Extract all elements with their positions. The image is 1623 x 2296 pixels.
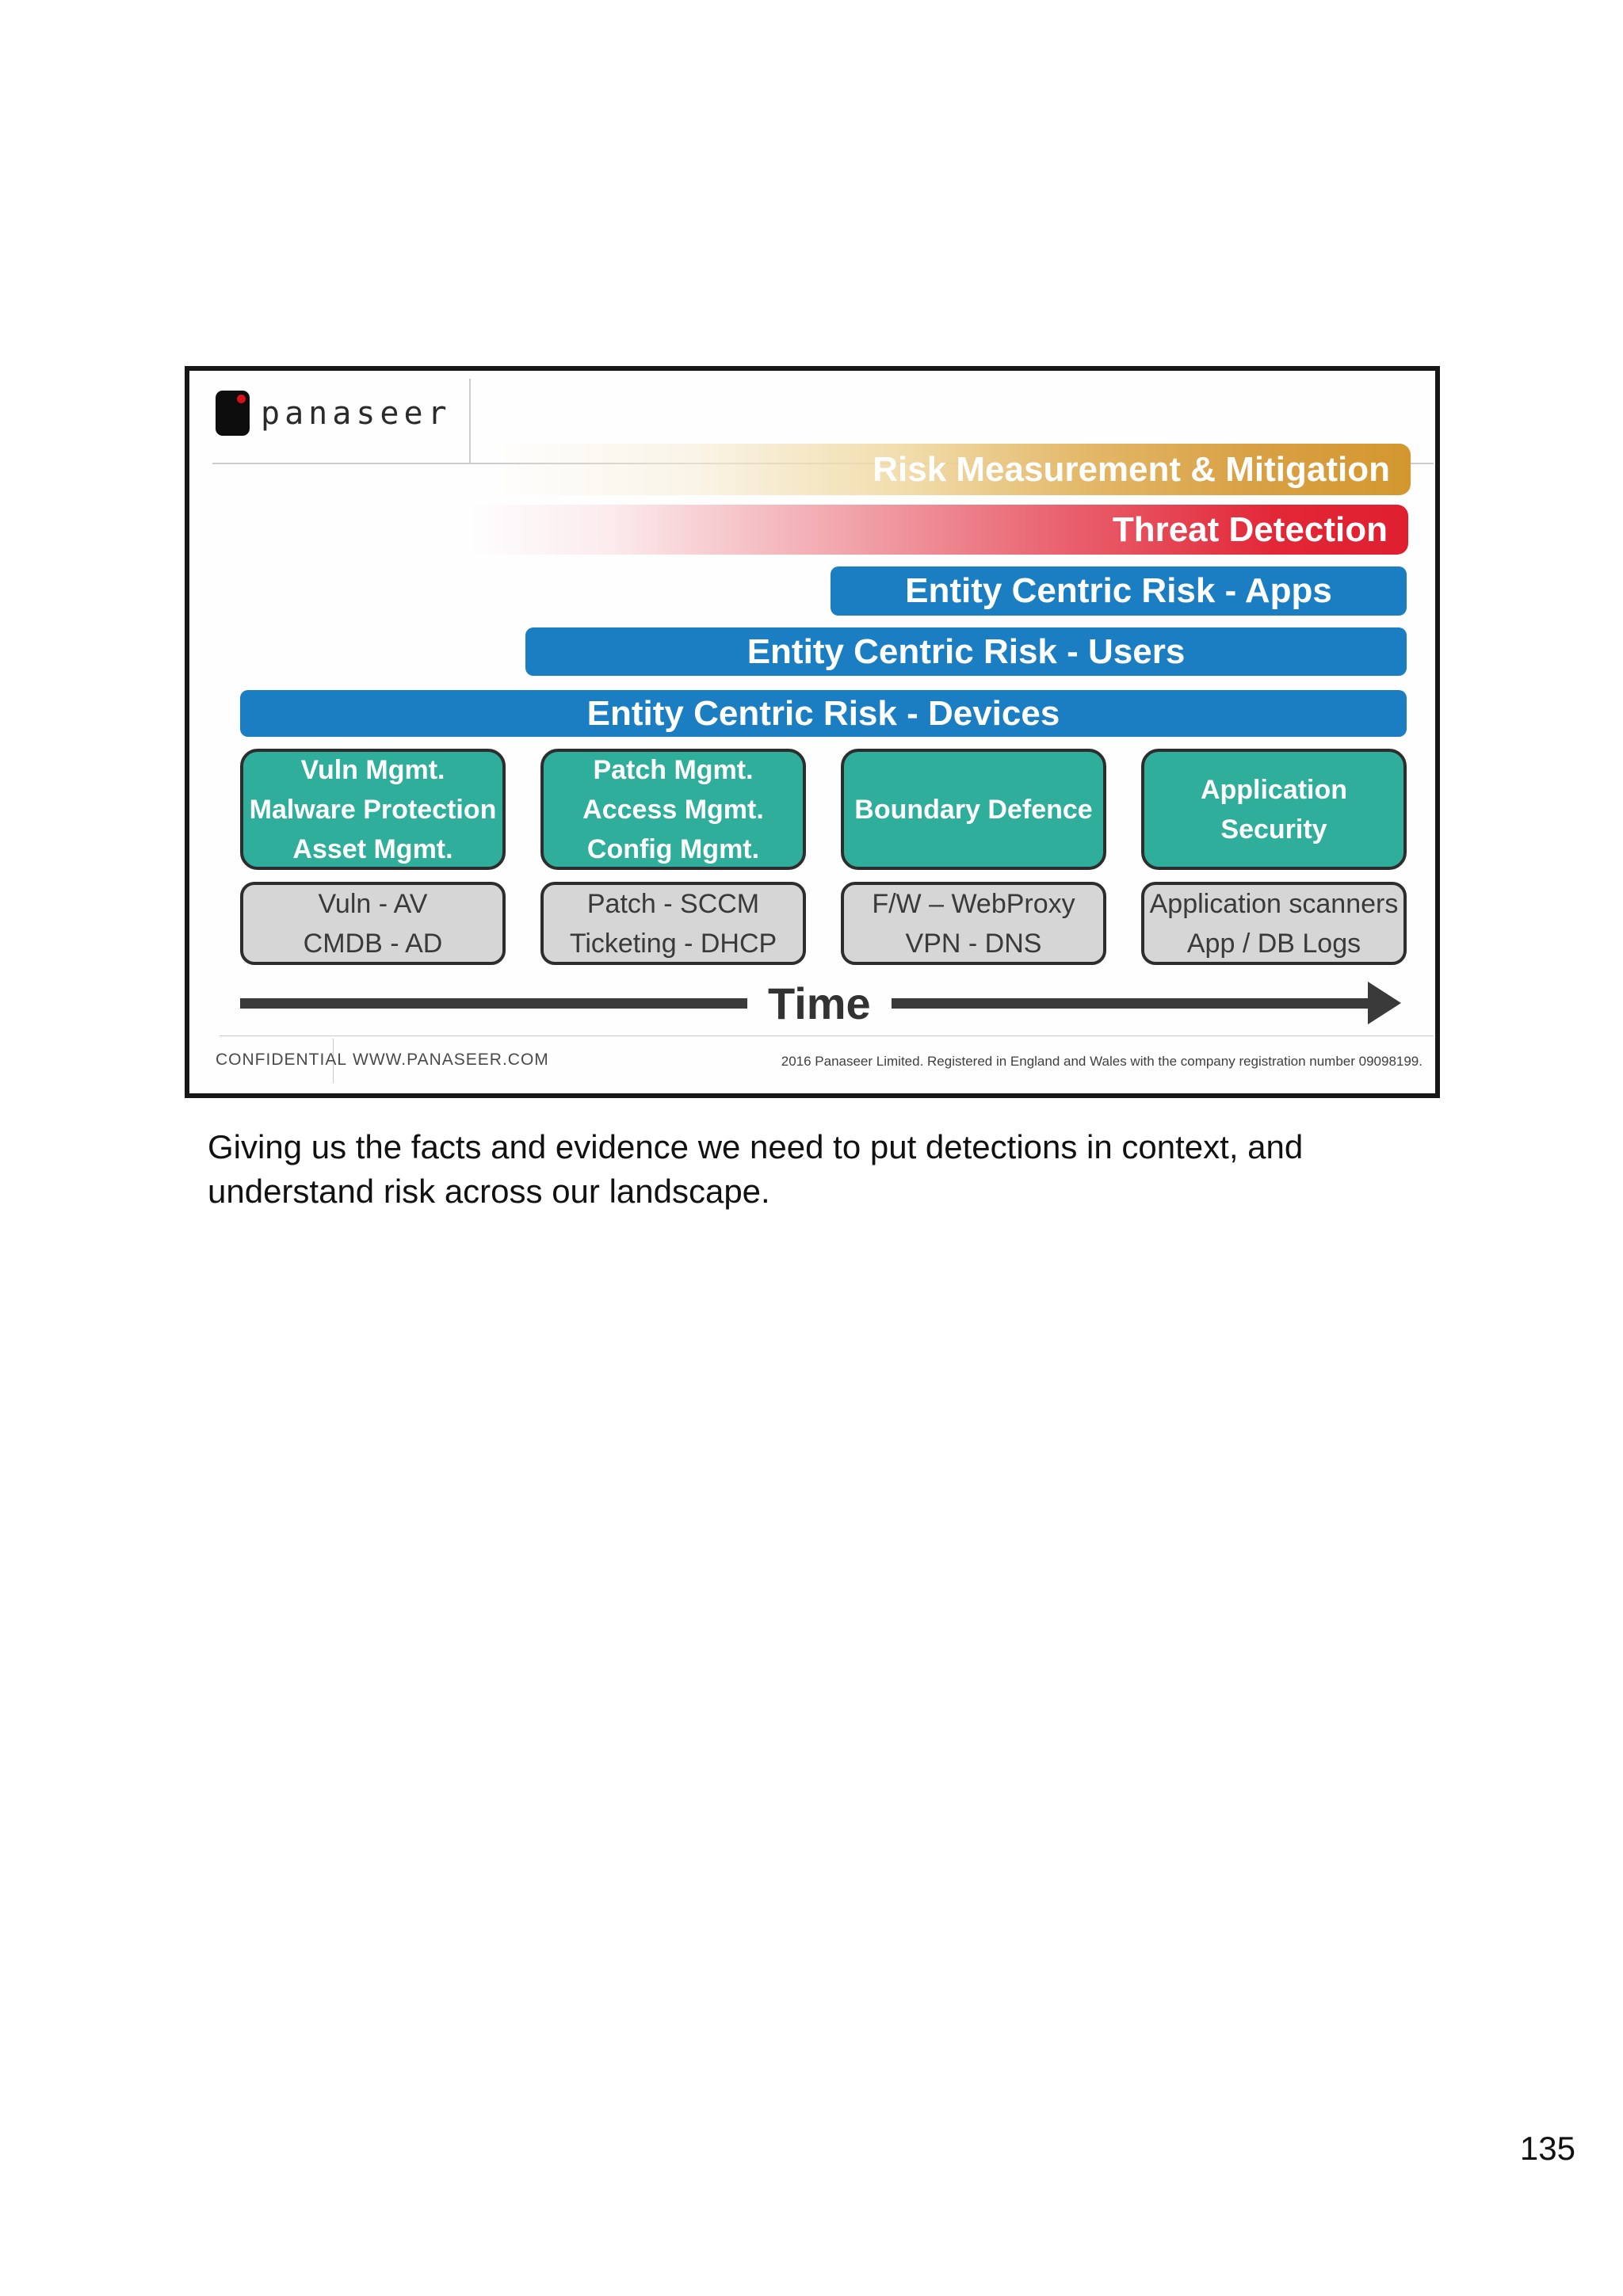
threat-detection-label: Threat Detection — [1112, 509, 1388, 549]
capability-box-application-security: Application Security — [1141, 749, 1407, 870]
time-axis: Time — [240, 978, 1401, 1028]
slide-content: panaseer Risk Measurement & Mitigation T… — [189, 371, 1435, 1093]
source-line: Vuln - AV — [318, 888, 428, 919]
entity-centric-risk-devices-bar: Entity Centric Risk - Devices — [240, 690, 1407, 737]
source-line: Patch - SCCM — [586, 888, 760, 919]
legal-registration-text: 2016 Panaseer Limited. Registered in Eng… — [781, 1054, 1423, 1069]
capability-box-vuln-mgmt: Vuln Mgmt. Malware Protection Asset Mgmt… — [240, 749, 506, 870]
entity-centric-risk-devices-label: Entity Centric Risk - Devices — [586, 693, 1060, 733]
source-box-vuln-av: Vuln - AV CMDB - AD — [240, 882, 506, 965]
source-line: Ticketing - DHCP — [569, 928, 777, 959]
source-box-app-scanners: Application scanners App / DB Logs — [1141, 882, 1407, 965]
time-arrow-left-shaft — [240, 997, 747, 1009]
capability-line: Config Mgmt. — [586, 833, 760, 864]
entity-centric-risk-users-bar: Entity Centric Risk - Users — [525, 627, 1407, 676]
slide-footer-vertical-divider — [333, 1039, 334, 1083]
entity-centric-risk-apps-bar: Entity Centric Risk - Apps — [831, 566, 1407, 616]
capability-line: Boundary Defence — [854, 794, 1093, 825]
logo-wordmark: panaseer — [261, 395, 452, 432]
source-line: Application scanners — [1149, 888, 1399, 919]
website-label: WWW.PANASEER.COM — [353, 1051, 549, 1069]
time-axis-label: Time — [768, 978, 871, 1028]
capability-line: Patch Mgmt. — [593, 754, 754, 785]
source-line: VPN - DNS — [905, 928, 1042, 959]
capability-line: Vuln Mgmt. — [300, 754, 445, 785]
logo-red-dot-icon — [237, 395, 246, 403]
risk-measurement-mitigation-label: Risk Measurement & Mitigation — [873, 449, 1390, 489]
time-arrow-right-shaft — [891, 997, 1368, 1009]
source-line: App / DB Logs — [1186, 928, 1361, 959]
header-vertical-divider — [469, 379, 471, 463]
capability-line: Asset Mgmt. — [292, 833, 453, 864]
slide-footer-divider — [220, 1035, 1434, 1036]
entity-centric-risk-users-label: Entity Centric Risk - Users — [747, 631, 1186, 671]
capability-box-boundary-defence: Boundary Defence — [841, 749, 1106, 870]
source-line: CMDB - AD — [303, 928, 443, 959]
capability-line: Application Security — [1200, 774, 1348, 845]
source-line: F/W – WebProxy — [872, 888, 1075, 919]
capability-line: Access Mgmt. — [582, 794, 764, 825]
risk-measurement-mitigation-bar: Risk Measurement & Mitigation — [491, 444, 1411, 495]
time-arrowhead-icon — [1368, 982, 1401, 1024]
capability-line: Malware Protection — [249, 794, 497, 825]
confidential-label: CONFIDENTIAL — [216, 1051, 348, 1069]
page-caption: Giving us the facts and evidence we need… — [208, 1128, 1304, 1210]
source-box-patch-sccm: Patch - SCCM Ticketing - DHCP — [540, 882, 806, 965]
panaseer-logo-icon — [216, 391, 250, 436]
panaseer-slide: panaseer Risk Measurement & Mitigation T… — [185, 366, 1440, 1098]
page-number: 135 — [1519, 2130, 1575, 2167]
entity-centric-risk-apps-label: Entity Centric Risk - Apps — [905, 571, 1332, 610]
threat-detection-bar: Threat Detection — [468, 505, 1408, 555]
source-box-fw-webproxy: F/W – WebProxy VPN - DNS — [841, 882, 1106, 965]
capability-box-patch-mgmt: Patch Mgmt. Access Mgmt. Config Mgmt. — [540, 749, 806, 870]
